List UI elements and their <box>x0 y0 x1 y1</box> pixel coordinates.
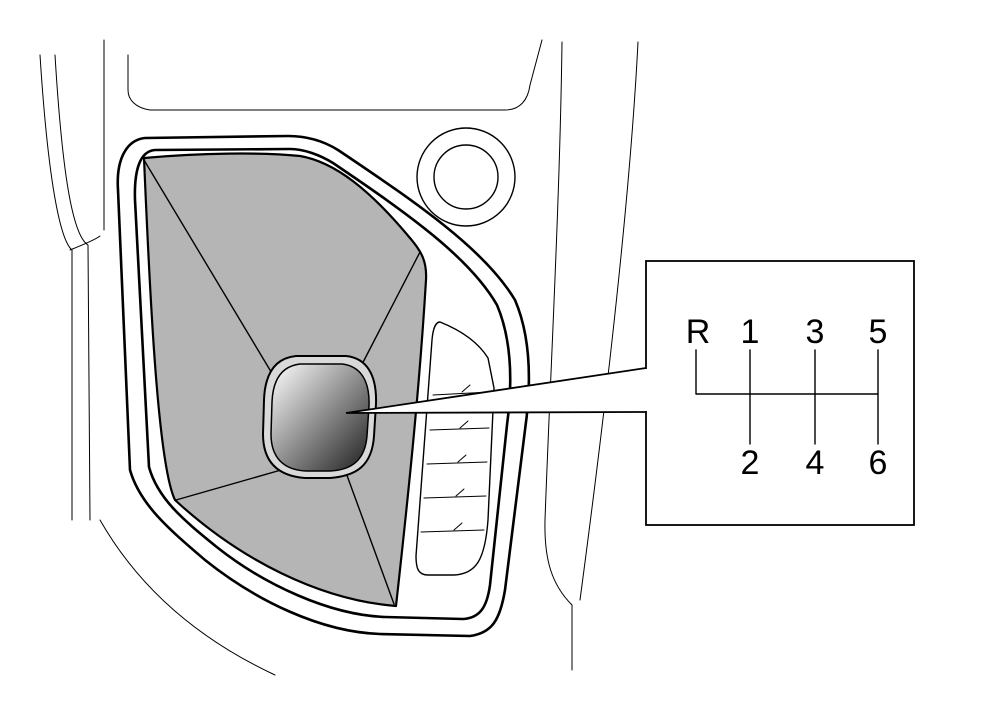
shift-pattern-callout-box <box>645 260 915 526</box>
storage-tray-outline <box>127 39 543 111</box>
boot-crease-lines <box>143 159 421 605</box>
console-surround-outer <box>116 134 531 638</box>
vertical-button-strip <box>415 321 495 576</box>
shift-pattern-lines <box>695 349 879 445</box>
gear-label-3: 3 <box>806 313 825 351</box>
bottom-trim-lines <box>99 519 276 676</box>
gear-label-4: 4 <box>806 444 825 482</box>
right-panel-lines <box>544 41 639 671</box>
left-panel-lines <box>39 39 105 521</box>
gear-label-1: 1 <box>741 313 760 351</box>
gear-label-2: 2 <box>741 444 760 482</box>
gear-knob <box>261 355 378 479</box>
console-surround-inner <box>133 147 512 621</box>
gear-labels-top-row: R 1 3 5 <box>686 313 888 351</box>
gear-label-5: 5 <box>869 313 888 351</box>
gear-label-6: 6 <box>869 444 888 482</box>
round-control-knob <box>416 127 516 227</box>
gear-label-reverse: R <box>686 313 711 351</box>
gear-labels-bottom-row: 2 4 6 <box>741 444 888 482</box>
